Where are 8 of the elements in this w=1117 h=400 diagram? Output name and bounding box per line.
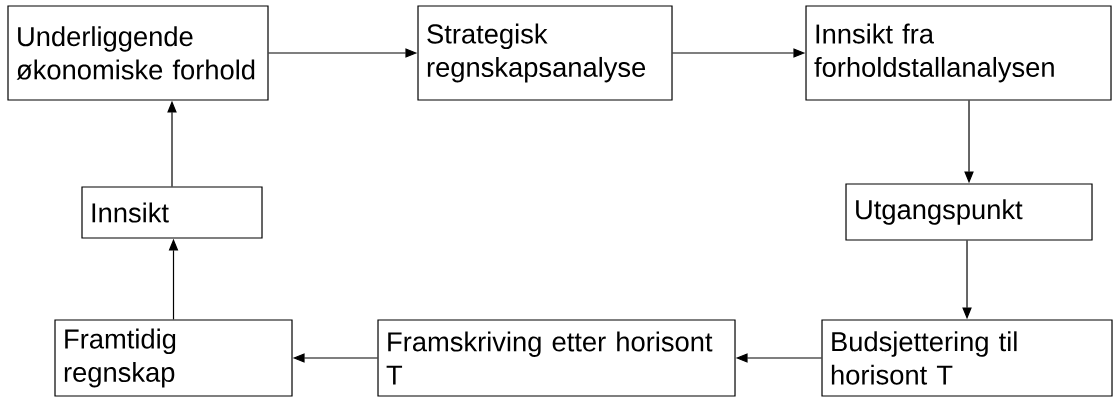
process-box: Underliggende økonomiske forhold xyxy=(7,5,269,101)
process-box: Utgangspunkt xyxy=(845,183,1093,241)
process-box: Framtidig regnskap xyxy=(54,319,293,397)
process-box: Innsikt fra forholdstallanalysen xyxy=(805,5,1112,101)
process-box: Innsikt xyxy=(81,186,263,239)
process-box: Budsjettering til horisont T xyxy=(821,319,1113,397)
process-box: Strategisk regnskapsanalyse xyxy=(417,5,673,101)
process-box: Framskriving etter horisont T xyxy=(377,319,736,397)
